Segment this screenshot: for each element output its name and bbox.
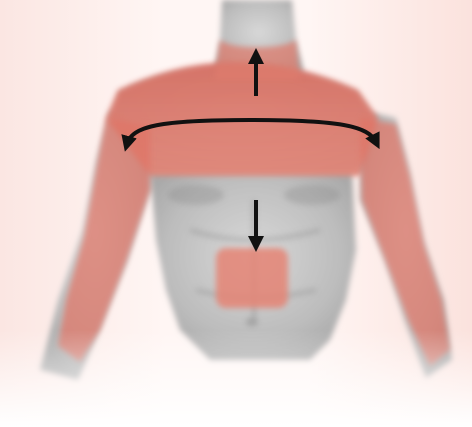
bottom-fade — [0, 330, 472, 427]
pain-region-stomach — [216, 248, 288, 308]
